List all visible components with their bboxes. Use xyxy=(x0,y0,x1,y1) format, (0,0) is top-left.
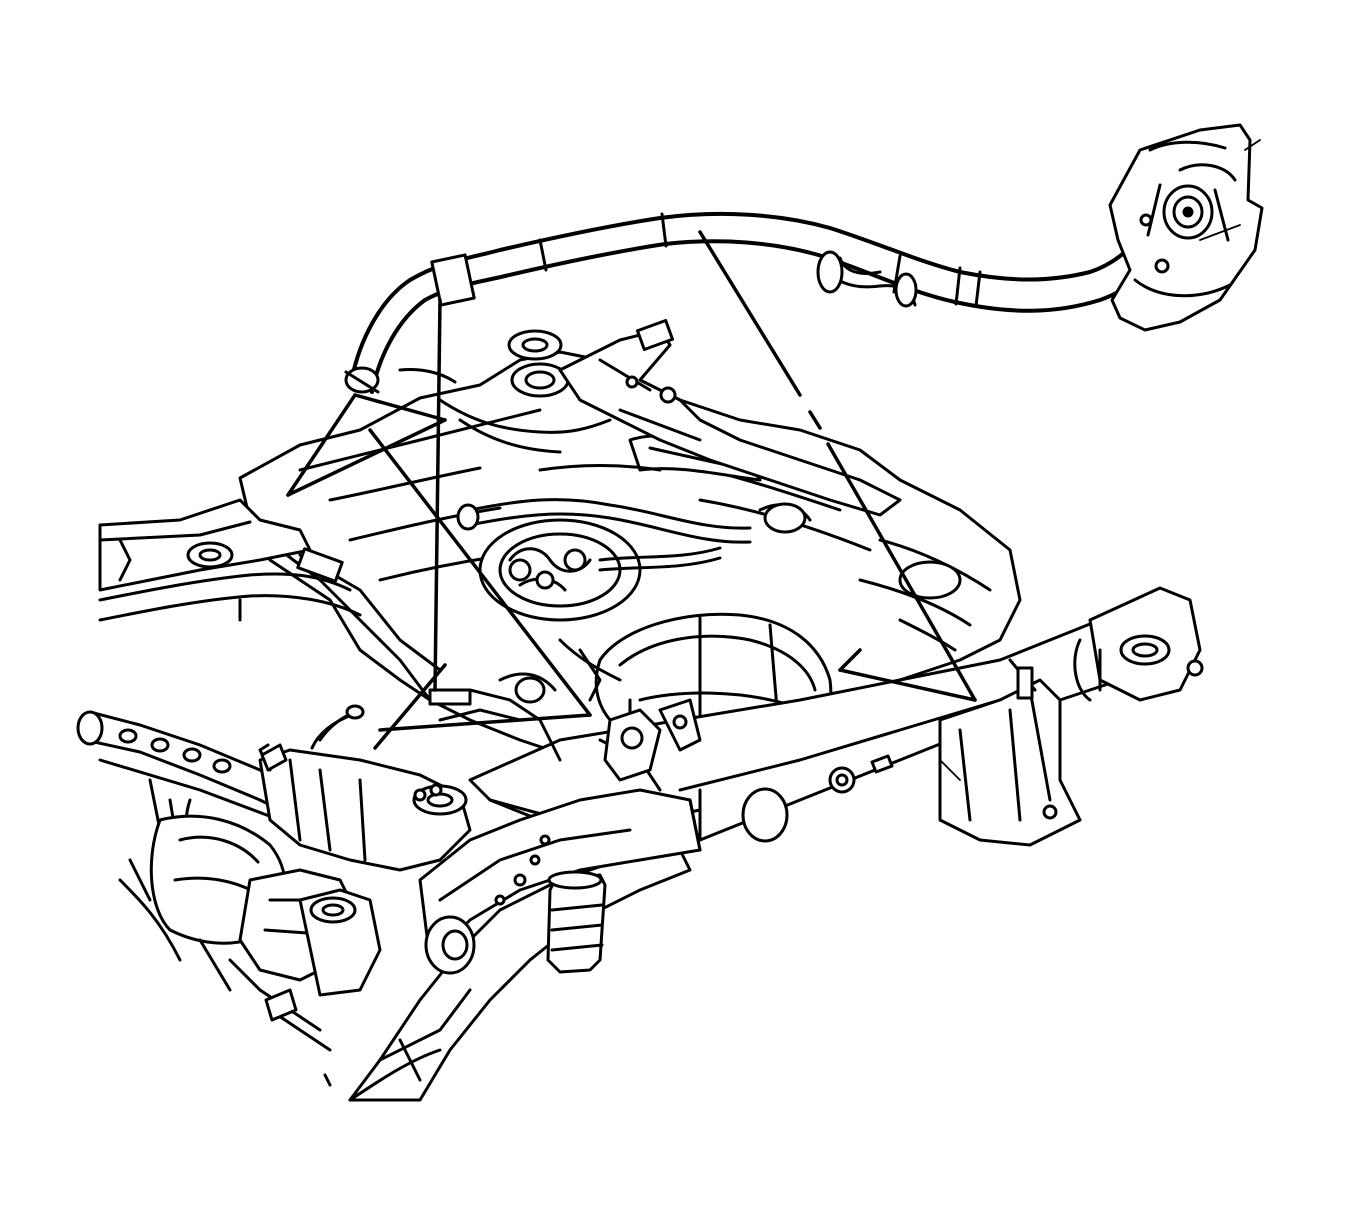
right-frame-rail xyxy=(348,788,702,1102)
tank-strap-and-brackets xyxy=(428,638,702,792)
jounce-bumper xyxy=(546,870,607,974)
leaf-spring-and-axle xyxy=(76,704,472,1087)
rear-shackle-bracket xyxy=(938,658,1082,847)
fuel-filler-housing xyxy=(1108,123,1264,332)
upper-frame-rail xyxy=(558,318,902,517)
fuel-filler-hose xyxy=(344,211,1170,394)
left-frame-rail-rear xyxy=(98,498,442,702)
callout-lines xyxy=(286,230,977,750)
